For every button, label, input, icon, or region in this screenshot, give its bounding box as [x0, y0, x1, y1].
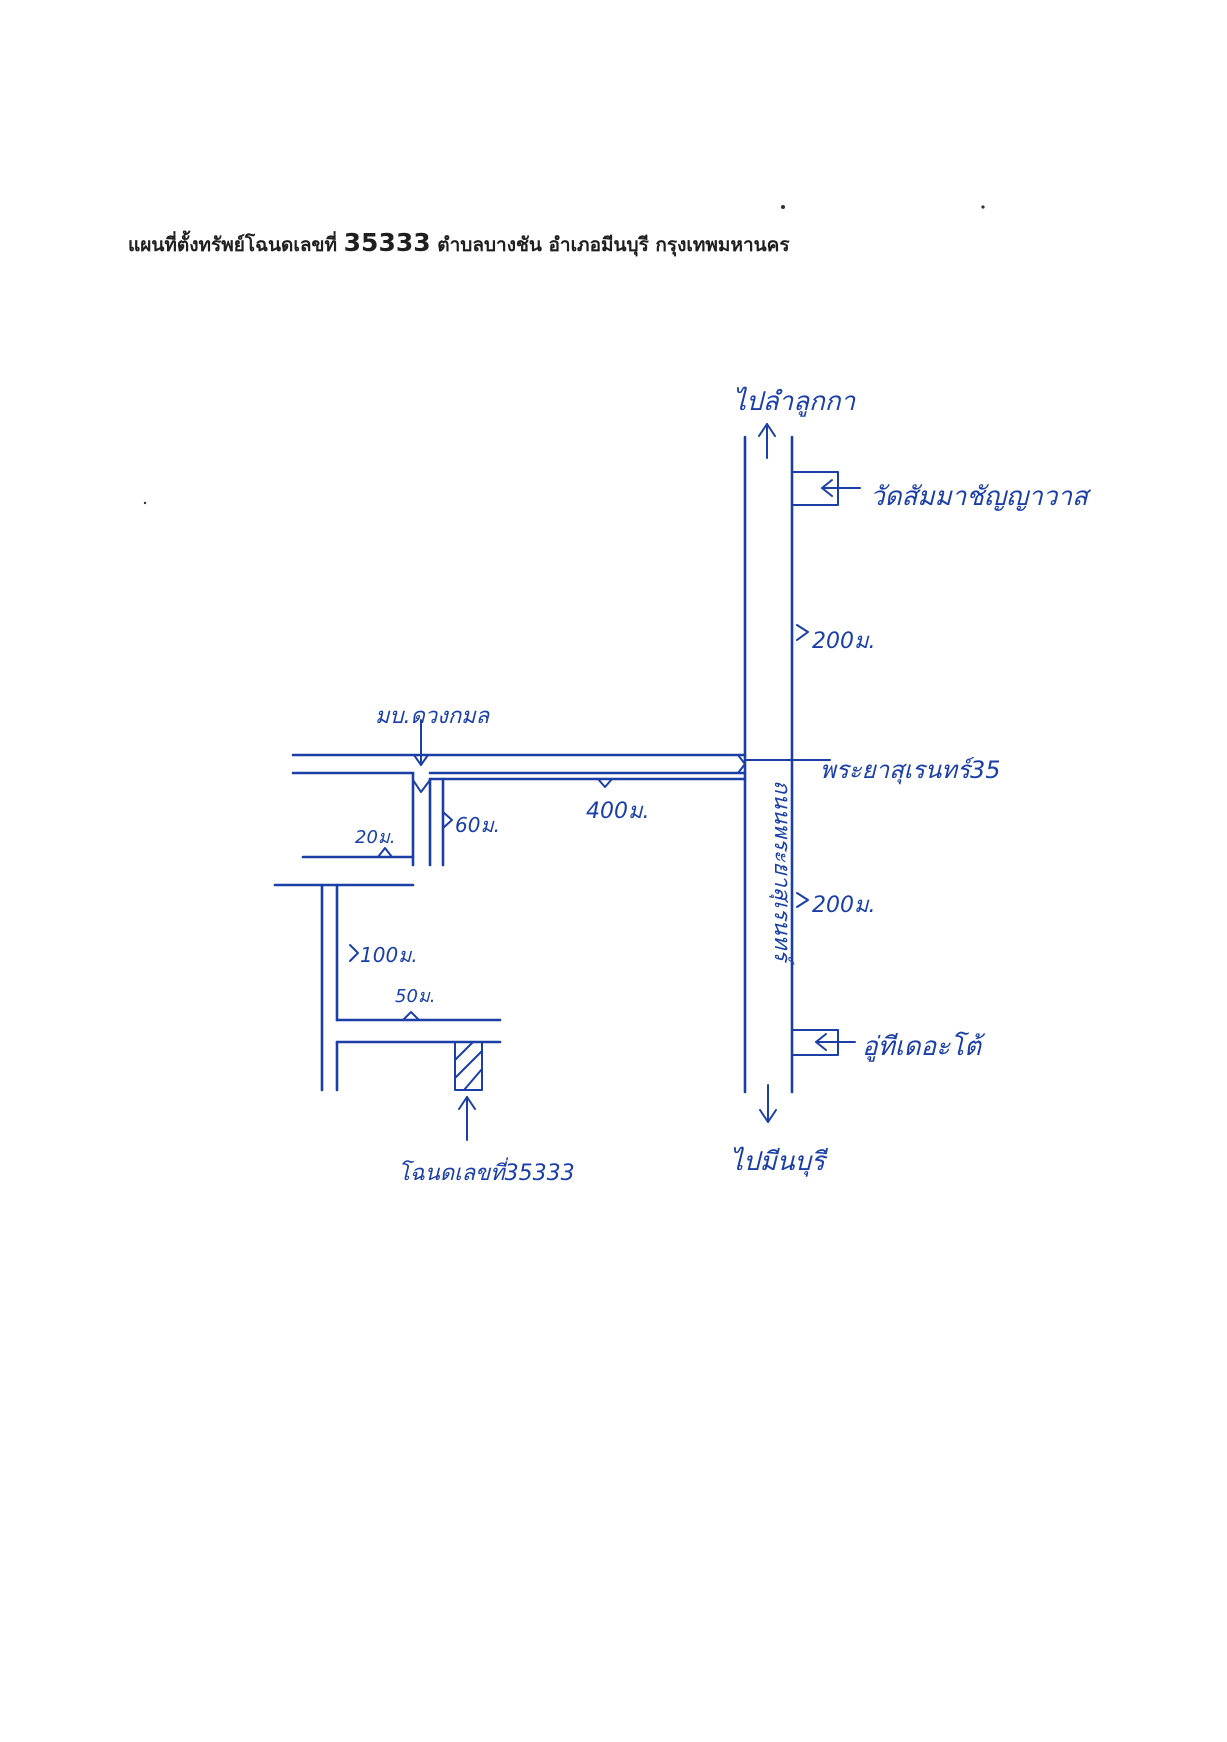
distance-branch-a: 60ม.: [455, 813, 500, 837]
branch-road: [273, 771, 453, 887]
dimension-tick: [349, 944, 359, 962]
title-deed-number: 35333: [343, 228, 431, 257]
garage-label: อู่ทีเดอะโต้: [862, 1031, 986, 1062]
to-south-label: ไปมีนบุรี: [730, 1146, 829, 1177]
dimension-tick: [597, 778, 613, 788]
dimension-tick: [377, 847, 393, 858]
scan-speck: [781, 205, 785, 209]
deed-label: โฉนดเลขที่35333: [398, 1157, 575, 1186]
arrow-up-icon: [758, 423, 776, 459]
village-label: มบ.ดวงกมล: [375, 704, 491, 729]
temple-label: วัดสัมมาชัญญาวาส: [870, 482, 1092, 512]
distance-branch-d: 50ม.: [395, 986, 436, 1007]
soi-label: พระยาสุเรนทร์35: [820, 756, 1001, 785]
distance-soi-to-garage: 200ม.: [812, 893, 876, 918]
to-north-label: ไปลำลูกกา: [733, 386, 857, 417]
title-prefix: แผนที่ตั้งทรัพย์โฉนดเลขที่: [128, 234, 338, 256]
distance-soi-length: 400ม.: [586, 799, 650, 824]
page-title: แผนที่ตั้งทรัพย์โฉนดเลขที่ 35333 ตำบลบาง…: [128, 228, 790, 260]
dimension-tick: [402, 1011, 420, 1021]
village-entrance: [413, 719, 429, 766]
scan-speck: [981, 205, 985, 209]
soi-road: [291, 753, 747, 788]
main-road: [743, 435, 794, 1094]
hatched-plot-icon: [454, 1041, 483, 1091]
distance-branch-c: 100ม.: [360, 943, 418, 967]
dimension-tick: [442, 811, 453, 829]
temple-marker: [791, 471, 861, 506]
distance-branch-b: 20ม.: [355, 827, 396, 848]
title-location: ตำบลบางชัน อำเภอมีนบุรี กรุงเทพมหานคร: [437, 234, 790, 256]
arrow-down-icon: [759, 1084, 777, 1123]
main-road-label: ถนนพระยาสุเรนทร์: [769, 780, 795, 966]
dimension-tick: [796, 892, 809, 908]
junction-mark: [737, 754, 746, 774]
scan-speck: [143, 501, 147, 505]
garage-marker: [791, 1029, 856, 1056]
branch-junction: [412, 779, 431, 793]
arrow-up-icon: [458, 1096, 476, 1141]
dimension-tick: [796, 624, 809, 641]
distance-temple-to-soi: 200ม.: [812, 629, 876, 654]
